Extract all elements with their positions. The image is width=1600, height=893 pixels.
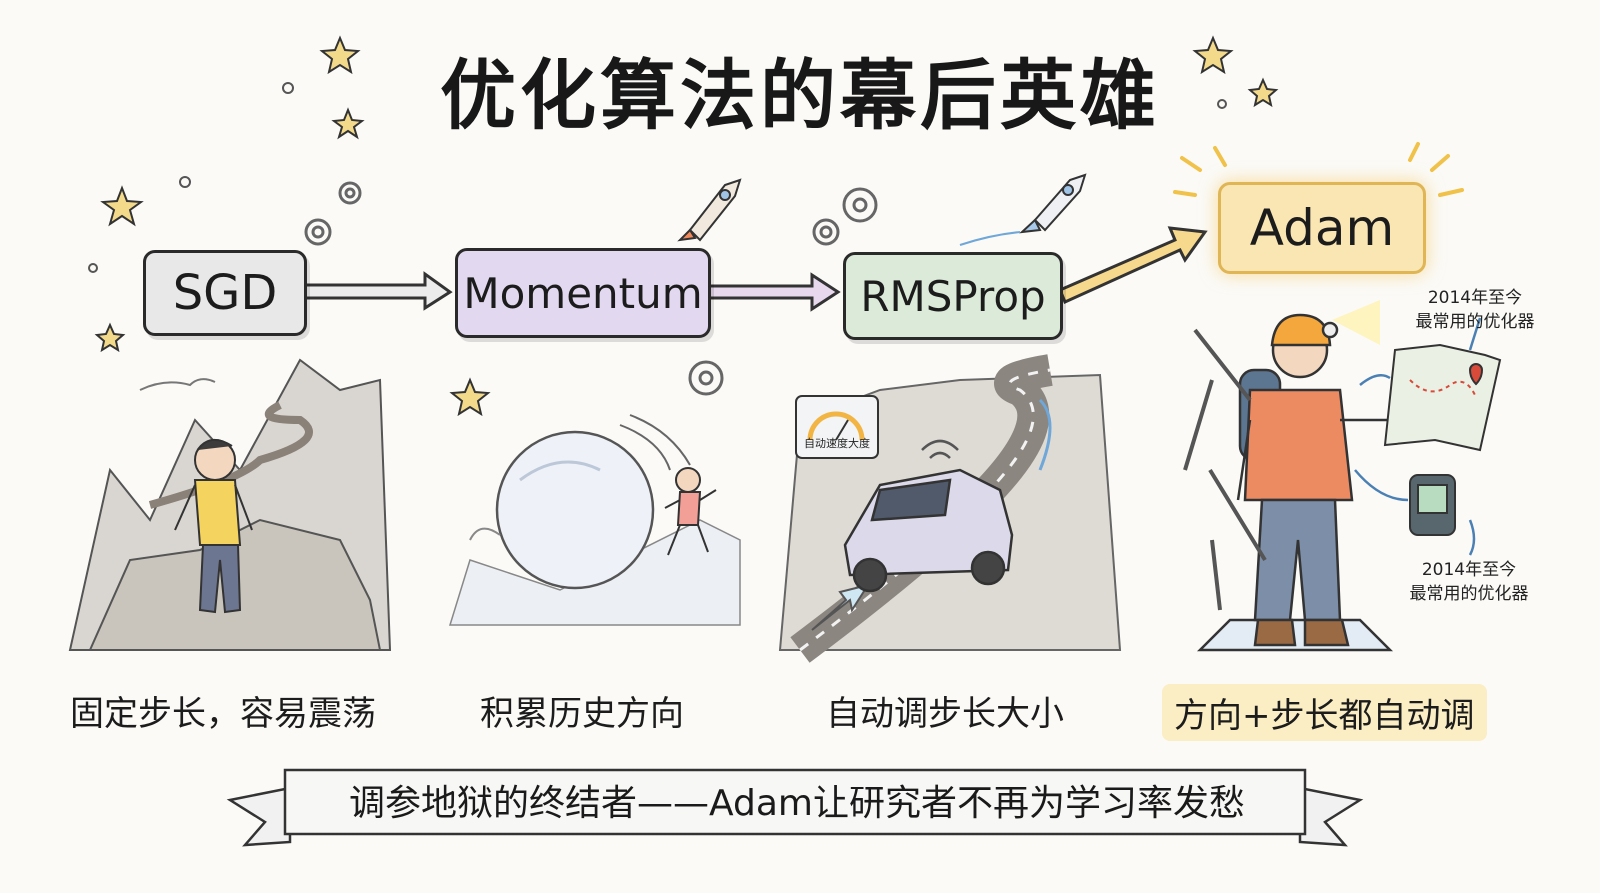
adam-note-bottom: 2014年至今 最常用的优化器	[1409, 560, 1529, 604]
glow-rays	[1173, 142, 1464, 197]
algo-box-rmsprop: RMSProp	[843, 252, 1063, 340]
caption-momentum: 积累历史方向	[480, 694, 684, 734]
algo-box-momentum: Momentum	[455, 248, 711, 338]
star-icon	[1192, 35, 1234, 75]
gps-device-icon	[1409, 474, 1456, 536]
algo-box-sgd: SGD	[143, 250, 307, 336]
climber-figure	[1183, 300, 1406, 652]
banner-slogan: 调参地狱的终结者——Adam让研究者不再为学习率发愁	[349, 783, 1245, 824]
speedometer-sign	[795, 395, 879, 459]
runner-figure	[664, 467, 717, 556]
star-icon	[319, 35, 361, 75]
hiker-figure	[174, 439, 253, 614]
banner-ribbon	[226, 768, 1364, 847]
adam-note-top: 2014年至今 最常用的优化器	[1415, 288, 1535, 332]
caption-sgd: 固定步长，容易震荡	[70, 694, 376, 734]
star-icon	[1247, 77, 1279, 108]
car-icon	[843, 439, 1014, 593]
arrow-momentum-rmsprop	[705, 272, 841, 312]
arrow-sgd-momentum	[303, 271, 453, 311]
rocket-icon	[959, 173, 1087, 246]
car-screen-label: 自动速度大度	[804, 437, 870, 450]
snowball-icon	[448, 414, 741, 626]
algo-box-adam: Adam	[1218, 182, 1426, 274]
arrow-rmsprop-adam	[1058, 226, 1208, 305]
algo-label-rmsprop: RMSProp	[860, 271, 1046, 321]
star-icon	[449, 377, 491, 417]
star-icon	[331, 107, 365, 140]
rocket-icon	[677, 178, 742, 242]
caption-rmsprop: 自动调步长大小	[826, 694, 1064, 734]
gear-icon	[304, 181, 878, 396]
map-icon	[1383, 343, 1502, 452]
dot-icon	[88, 82, 1227, 273]
page-title: 优化算法的幕后英雄	[440, 51, 1160, 140]
callout-arrows	[1354, 317, 1482, 556]
algo-label-sgd: SGD	[172, 265, 278, 321]
star-icon	[100, 185, 144, 227]
algo-label-momentum: Momentum	[463, 268, 703, 318]
caption-adam: 方向+步长都自动调	[1162, 684, 1487, 741]
star-icon	[94, 322, 126, 353]
algo-label-adam: Adam	[1249, 199, 1395, 257]
